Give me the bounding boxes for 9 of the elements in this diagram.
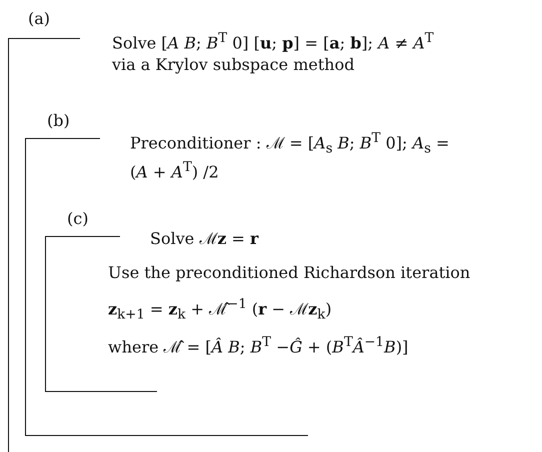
math-text: z$_{k+1}$ = z$_{k}$ + ℳ̂$^{−1}$ (r − ℳz$_{k}$): [108, 296, 333, 324]
math-text: Solve [A B; B$^{T}$ 0] [u; p] = [a; b]; A ≠ A$^{T}$ via a Krylov subspace method: [112, 30, 435, 76]
math-text: Use the preconditioned Richardson iteration: [108, 262, 472, 284]
math-text: where ℳ̂ = [Â B; B$^{T}$ −Ĝ + (B$^{T}$Â$^{−1}$B)]: [108, 334, 410, 358]
panel-label: (a): [28, 8, 52, 30]
panel-label: (b): [47, 110, 71, 132]
panel-label: (c): [67, 208, 90, 230]
math-text: Preconditioner : ℳ = [A$_{s}$ B; B$^{T}$ 0]; A$_{s}$ = (A + A$^{T}$) /2: [130, 130, 450, 182]
math-text: Solve ℳz = r: [150, 228, 260, 250]
